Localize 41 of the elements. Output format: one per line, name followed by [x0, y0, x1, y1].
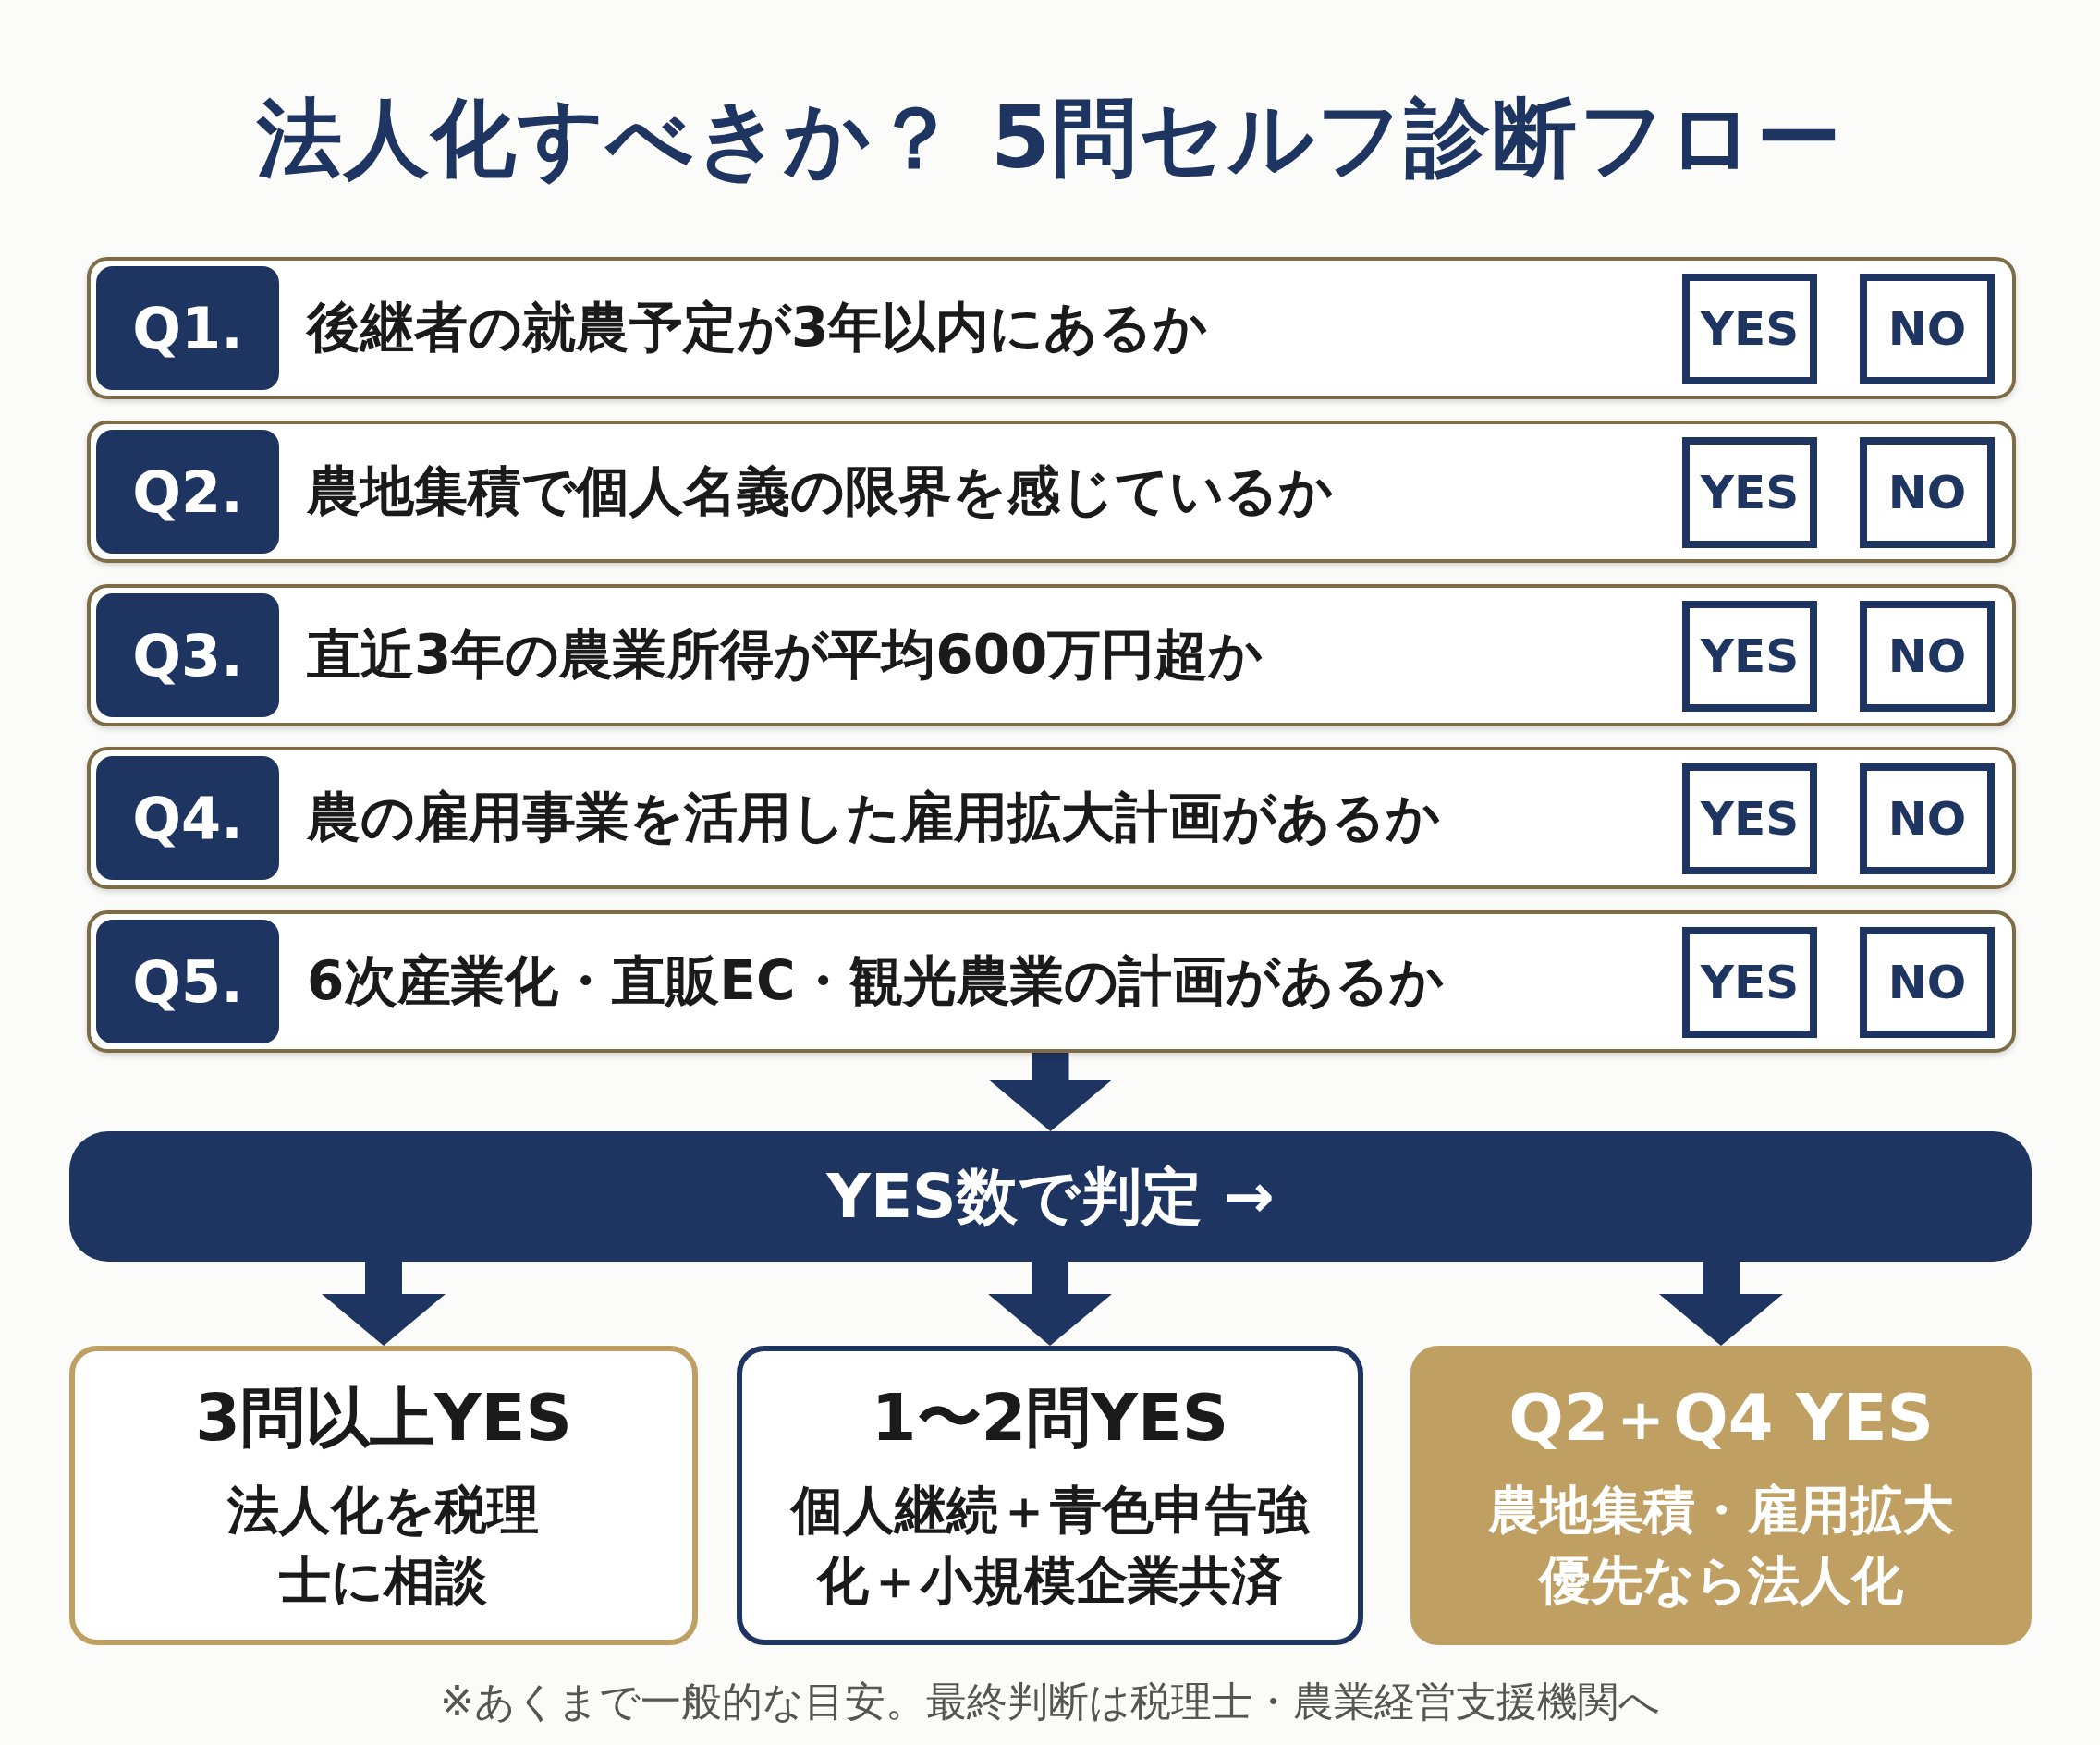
- question-row: [87, 584, 2016, 726]
- result-heading: 1〜2問YES: [871, 1379, 1229, 1458]
- question-row: [87, 257, 2016, 399]
- answer-option: NO: [1860, 763, 1995, 874]
- result-card: [1410, 1346, 2032, 1645]
- question-row: [87, 910, 2016, 1053]
- answer-option: YES: [1682, 437, 1817, 548]
- answer-option: YES: [1682, 274, 1817, 384]
- answer-option: NO: [1860, 927, 1995, 1038]
- question-number: Q5.: [96, 920, 279, 1043]
- answer-option: YES: [1682, 763, 1817, 874]
- answer-option: NO: [1860, 437, 1995, 548]
- result-body: 農地集積・雇用拡大優先なら法人化: [1486, 1479, 1955, 1612]
- arrow: [322, 1262, 446, 1346]
- question-number: Q1.: [96, 266, 279, 390]
- arrow: [1659, 1262, 1783, 1346]
- result-card: [737, 1346, 1363, 1645]
- result-heading: 3問以上YES: [195, 1379, 572, 1458]
- footnote: ※あくまで一般的な目安。最終判断は税理士・農業経営支援機関へ: [439, 1677, 1661, 1727]
- question-text: 後継者の就農予定が3年以内にあるか: [307, 295, 1208, 360]
- result-body: 個人継続＋青色申告強化＋小規模企業共済: [788, 1479, 1311, 1612]
- question-number: Q2.: [96, 430, 279, 554]
- title: 法人化すべきか？ 5問セルフ診断フロー: [255, 88, 1844, 189]
- answer-option: YES: [1682, 601, 1817, 712]
- question-number: Q4.: [96, 756, 279, 880]
- question-text: 直近3年の農業所得が平均600万円超か: [307, 622, 1264, 688]
- arrow: [988, 1053, 1113, 1131]
- judgement-bar: YES数で判定 →: [69, 1131, 2032, 1262]
- answer-option: NO: [1860, 601, 1995, 712]
- arrow: [988, 1262, 1112, 1346]
- result-heading: Q2＋Q4 YES: [1508, 1379, 1934, 1458]
- question-text: 農の雇用事業を活用した雇用拡大計画があるか: [307, 785, 1440, 850]
- question-text: 農地集積で個人名義の限界を感じているか: [307, 458, 1333, 524]
- question-row: [87, 747, 2016, 889]
- question-number: Q3.: [96, 593, 279, 717]
- question-row: [87, 421, 2016, 563]
- answer-option: NO: [1860, 274, 1995, 384]
- result-card: [69, 1346, 698, 1645]
- result-body: 法人化を税理士に相談: [226, 1479, 541, 1612]
- question-text: 6次産業化・直販EC・観光農業の計画があるか: [307, 948, 1444, 1014]
- answer-option: YES: [1682, 927, 1817, 1038]
